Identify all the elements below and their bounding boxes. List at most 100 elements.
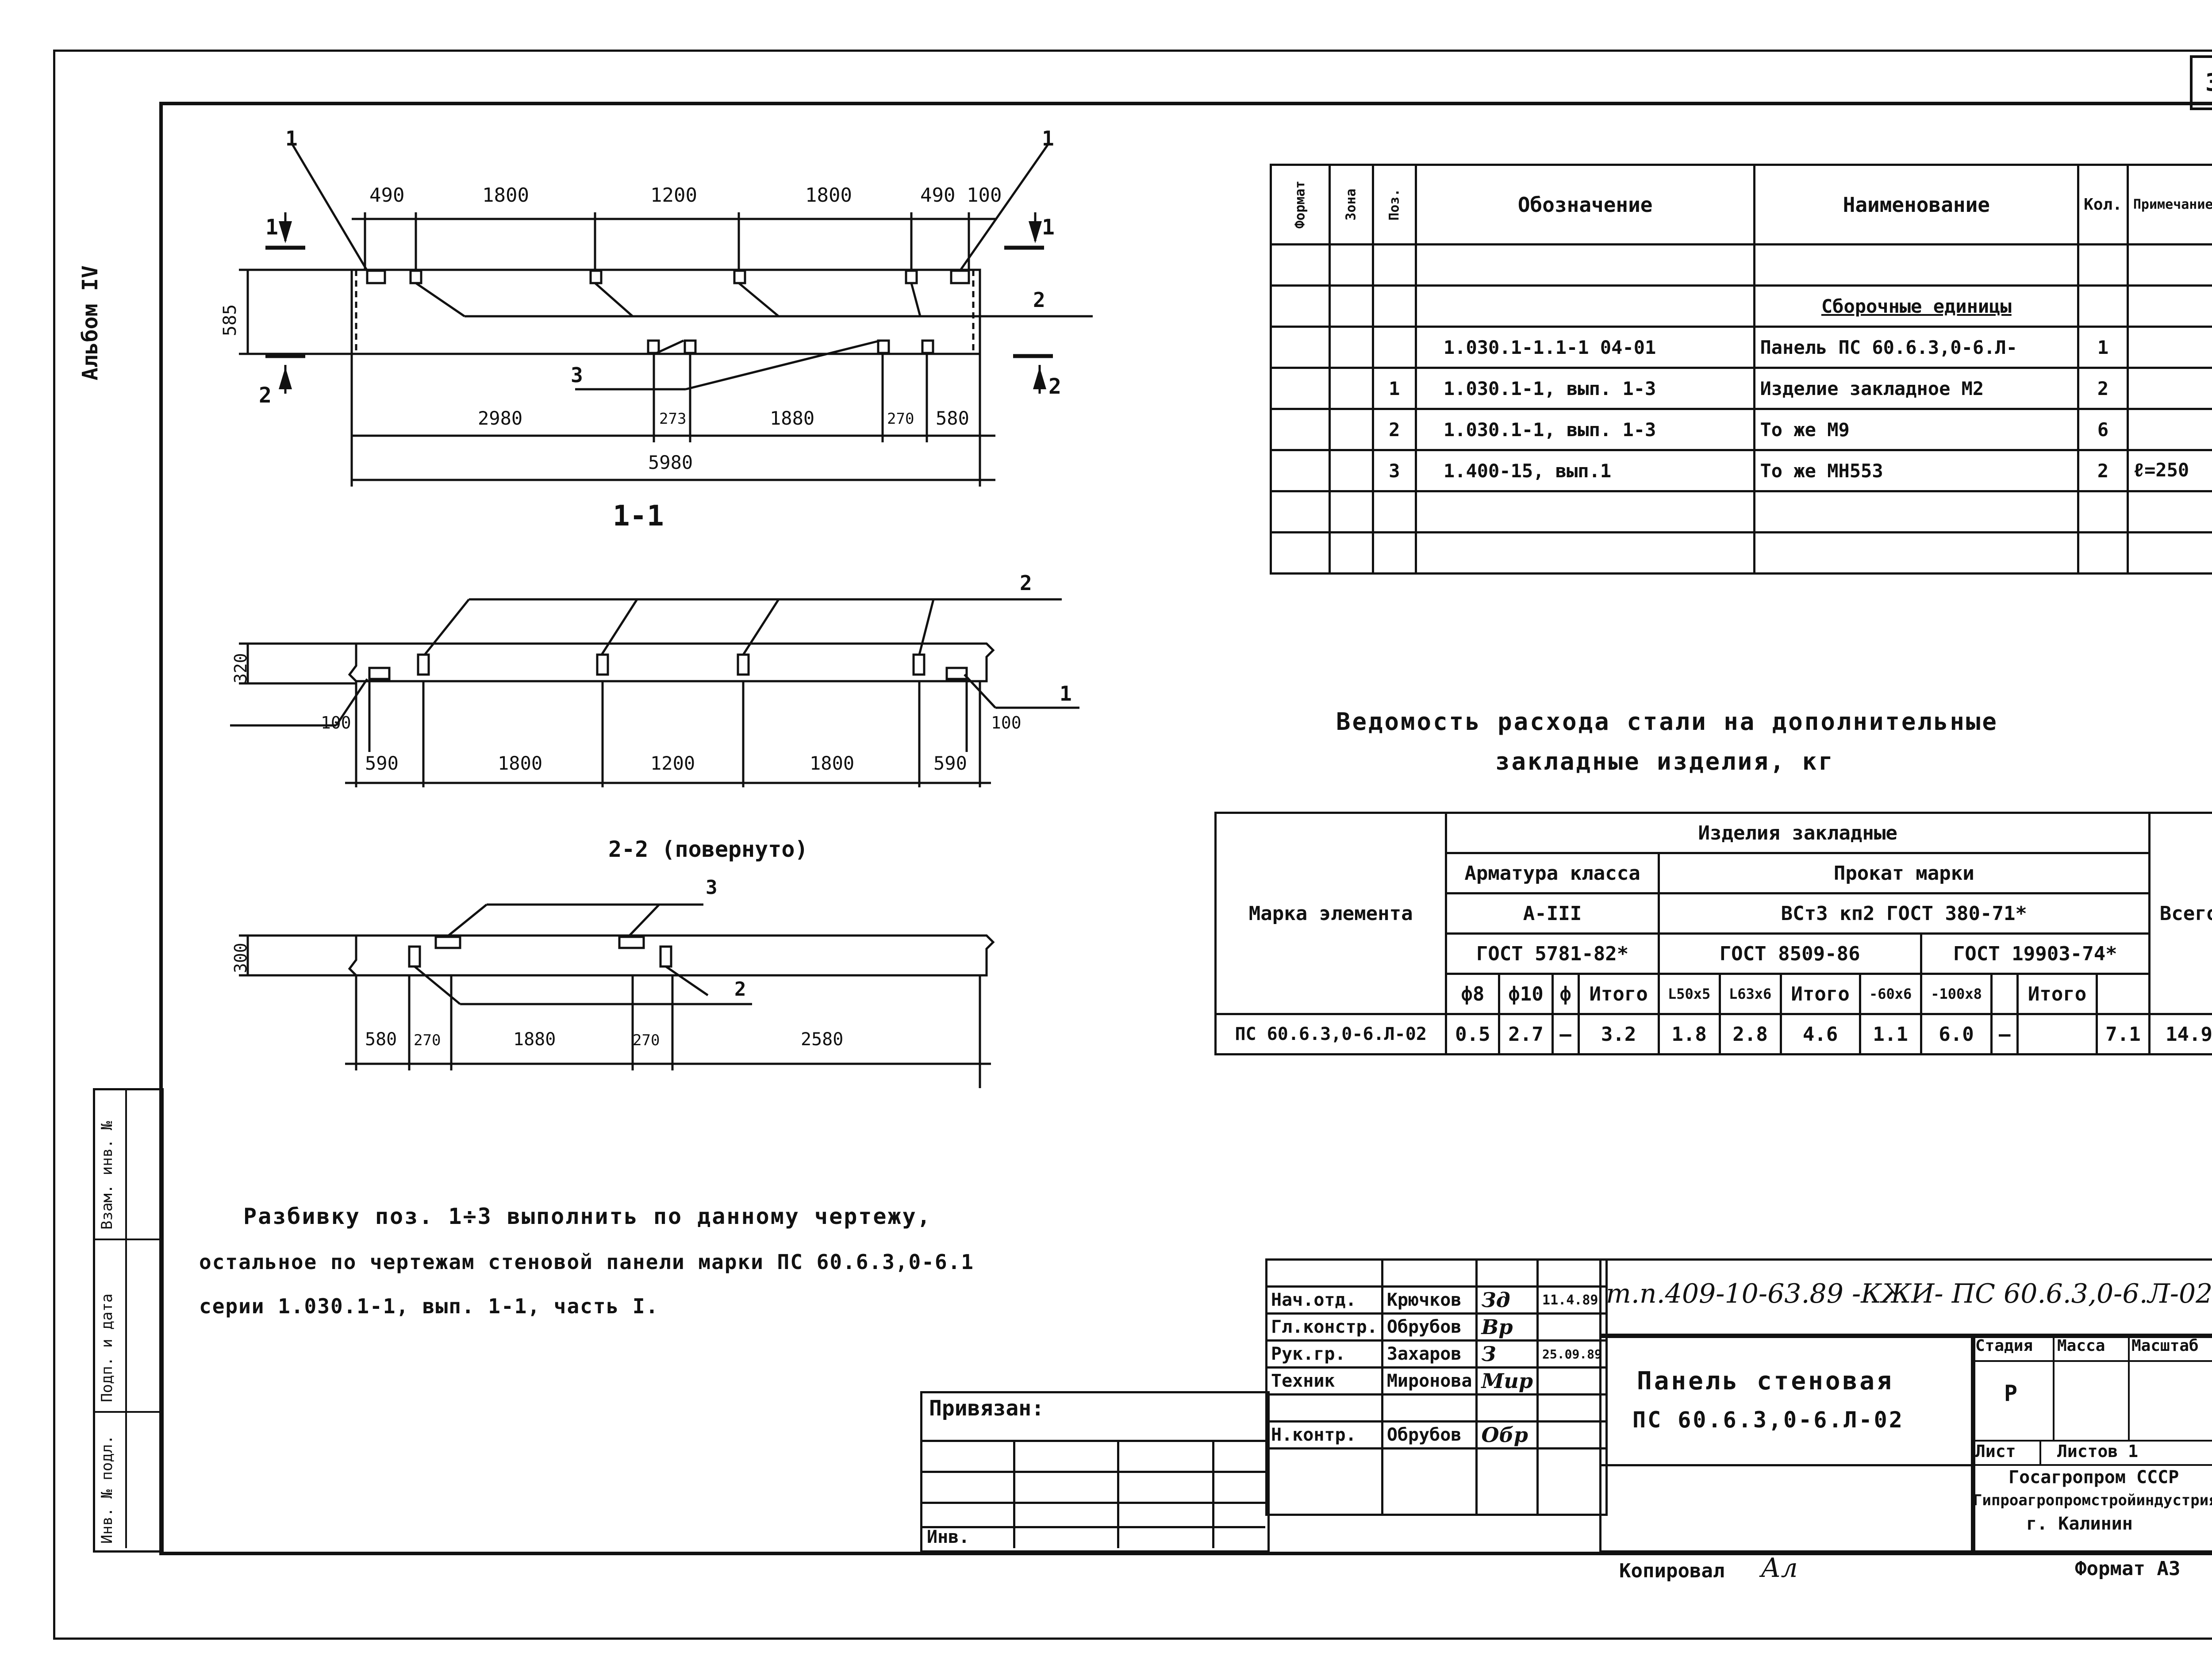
privyazan-label: Привязан: xyxy=(929,1396,1045,1421)
cut-2-right: 2 xyxy=(1048,374,1061,399)
dim-1800-d: 1800 xyxy=(810,752,855,774)
stage-block xyxy=(1971,1334,2212,1553)
dim-300: 300 xyxy=(231,943,250,973)
dim-270: 270 xyxy=(887,410,914,428)
dim-490-right: 490 xyxy=(920,184,956,207)
note-line-2: остальное по чертежам стеновой панели ма… xyxy=(199,1250,974,1274)
signature-3: З xyxy=(1481,1342,1496,1366)
org-line-3: г. Калинин xyxy=(2026,1514,2133,1534)
section-title-1-1: 1-1 xyxy=(613,500,664,533)
callout-1-sec2: 1 xyxy=(1060,682,1072,706)
col-qty: Кол. xyxy=(2077,164,2129,245)
col-format: Формат xyxy=(1269,164,1331,245)
note-line-1: Разбивку поз. 1÷3 выполнить по данному ч… xyxy=(243,1204,932,1229)
dim-1800-b: 1800 xyxy=(805,184,852,207)
sheet-header: Лист xyxy=(1975,1442,2016,1461)
dim-590-left: 590 xyxy=(365,752,399,774)
dim-1800-a: 1800 xyxy=(482,184,529,207)
stamp-title-line2: ПС 60.6.3,0-6.Л-02 xyxy=(1632,1407,1904,1433)
dim-273: 273 xyxy=(659,410,687,428)
dim-100-top: 100 xyxy=(967,184,1002,207)
sheets-header: Листов 1 xyxy=(2057,1442,2139,1461)
callout-3-sec3: 3 xyxy=(706,876,718,899)
cut-arrow-1-left xyxy=(279,221,292,243)
outer-frame xyxy=(53,50,2212,1640)
col-pos: Поз. xyxy=(1371,164,1417,245)
sheet-number: 31 xyxy=(2205,71,2212,95)
dim-1200-b: 1200 xyxy=(650,752,695,774)
dim-1880-b: 1880 xyxy=(513,1029,556,1050)
dim-2580: 2580 xyxy=(801,1029,844,1050)
dim-270-c: 270 xyxy=(633,1032,660,1049)
table-row: ПС 60.6.3,0-6.Л-02 0.5 2.7 — 3.2 1.8 2.8… xyxy=(1214,1013,2212,1055)
panel-2-2 xyxy=(348,642,995,683)
dim-270-b: 270 xyxy=(414,1032,441,1049)
sheet-number-box xyxy=(2190,55,2212,110)
dim-1800-c: 1800 xyxy=(498,752,543,774)
signature-2: Вр xyxy=(1481,1315,1513,1339)
dim-590-right: 590 xyxy=(933,752,967,774)
org-line-1: Госагропром СССР xyxy=(2008,1467,2179,1488)
dim-100-left: 100 xyxy=(321,713,351,732)
group-header: Изделия закладные xyxy=(1445,812,2151,854)
cut-arrow-1-right xyxy=(1029,221,1042,243)
callout-1-left: 1 xyxy=(285,127,298,150)
cut-2-left: 2 xyxy=(259,383,272,408)
callout-2-sec3: 2 xyxy=(734,978,746,1001)
inner-frame xyxy=(159,102,2212,1555)
element-header: Марка элемента xyxy=(1214,812,1448,1015)
specification-table: Формат Зона Поз. Обозначение Наименовани… xyxy=(1269,164,2212,575)
table-row xyxy=(1269,243,2212,287)
note-line-3: серии 1.030.1-1, вып. 1-1, часть I. xyxy=(199,1294,659,1318)
dim-1880: 1880 xyxy=(770,407,815,429)
scale-header: Масштаб xyxy=(2131,1337,2199,1355)
cut-arrow-2-left xyxy=(279,367,292,389)
col-note: Примечание xyxy=(2126,164,2212,245)
dim-585: 585 xyxy=(220,304,240,336)
format-label: Формат А3 xyxy=(2075,1557,2181,1580)
dim-5980: 5980 xyxy=(648,452,693,473)
cut-1-right: 1 xyxy=(1042,215,1055,240)
org-line-2: Гипроагропромстройиндустрия xyxy=(1973,1492,2212,1509)
steel-title-line1: Ведомость расхода стали на дополнительны… xyxy=(1336,708,1998,736)
col-designation: Обозначение xyxy=(1414,164,1756,245)
callout-1-right: 1 xyxy=(1042,127,1054,150)
stamp-code-cell xyxy=(1599,1258,2212,1338)
callout-3-sec1: 3 xyxy=(571,363,583,387)
cut-arrow-2-right xyxy=(1033,367,1046,389)
inv-label: Инв. xyxy=(927,1527,970,1547)
dim-580: 580 xyxy=(936,407,969,429)
total-header: Всего xyxy=(2148,812,2212,1015)
panel-3 xyxy=(348,934,995,977)
dim-1200: 1200 xyxy=(650,184,697,207)
mass-header: Масса xyxy=(2057,1337,2105,1355)
dim-100-right: 100 xyxy=(991,713,1022,732)
table-row xyxy=(1269,531,2212,575)
dim-2980: 2980 xyxy=(478,407,523,429)
dim-490-left: 490 xyxy=(369,184,405,207)
stamp-title-cell xyxy=(1599,1334,1975,1553)
left-strip xyxy=(93,1088,164,1553)
panel-1-1 xyxy=(350,268,981,355)
dim-580-b: 580 xyxy=(365,1029,397,1050)
signature-5: Обр xyxy=(1481,1423,1528,1447)
cut-1-left: 1 xyxy=(265,215,278,240)
stamp-title-line1: Панель стеновая xyxy=(1637,1367,1894,1396)
col-name: Наименование xyxy=(1753,164,2080,245)
col-zone: Зона xyxy=(1329,164,1374,245)
callout-2-sec1: 2 xyxy=(1033,288,1045,312)
callout-2-sec2: 2 xyxy=(1020,571,1032,595)
steel-title-line2: закладные изделия, кг xyxy=(1495,748,1835,775)
copied-label: Копировал xyxy=(1619,1560,1725,1582)
